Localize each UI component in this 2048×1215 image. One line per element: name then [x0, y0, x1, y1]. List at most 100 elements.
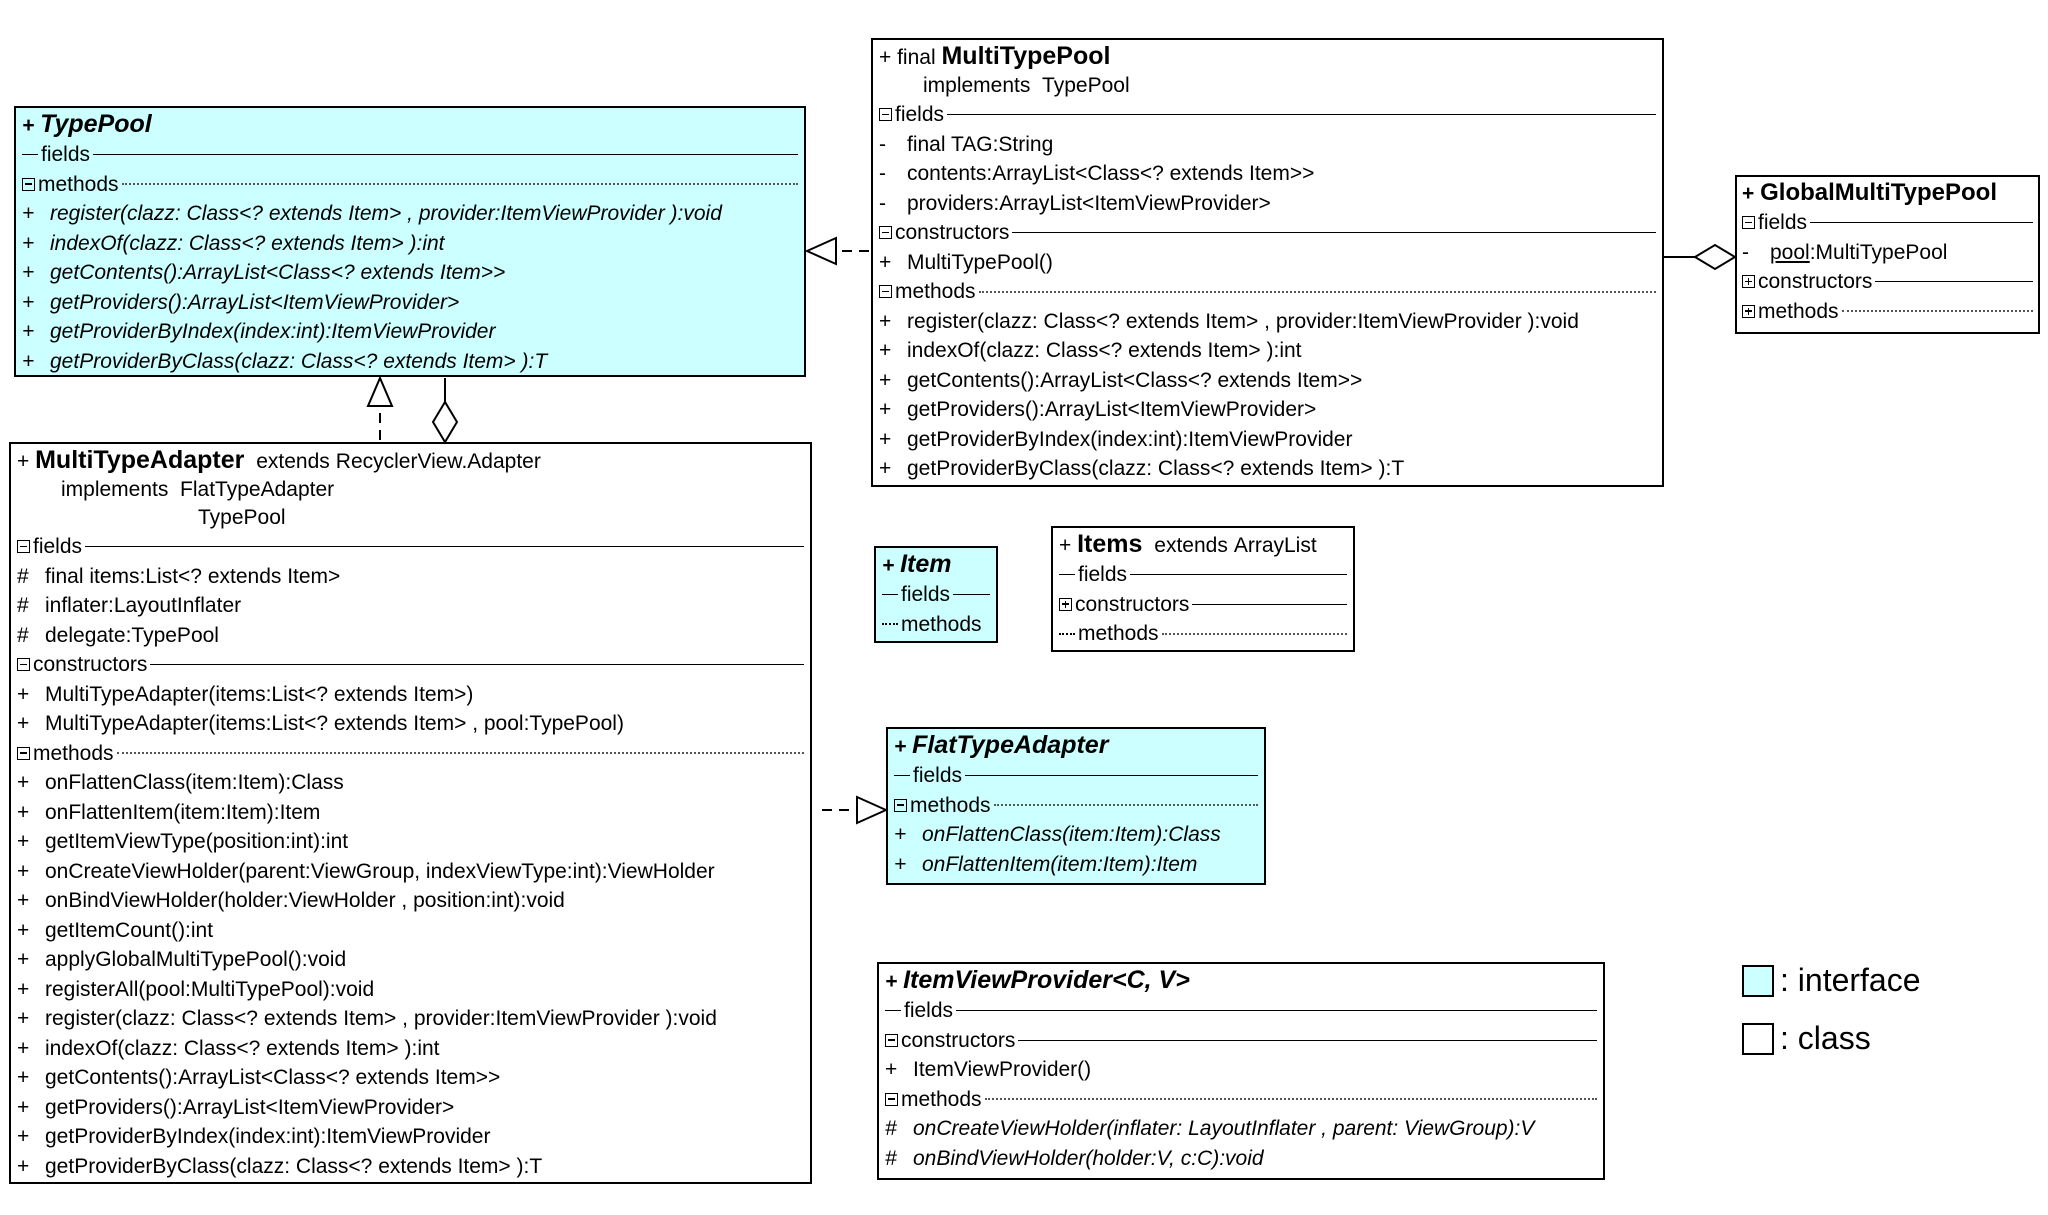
- multitypeadapter-method: +onBindViewHolder(holder:ViewHolder , po…: [17, 889, 565, 912]
- expand-icon[interactable]: [1059, 597, 1072, 611]
- collapse-icon[interactable]: [17, 746, 30, 760]
- items-fields-section: fields: [1059, 560, 1347, 590]
- multitypeadapter-method: +onFlattenItem(item:Item):Item: [17, 800, 321, 824]
- typepool-methods-section[interactable]: methods: [22, 170, 798, 200]
- itemviewprovider-constructor: +ItemViewProvider(): [885, 1058, 1092, 1081]
- flattypeadapter-header: + FlatTypeAdapter: [894, 731, 1109, 759]
- multitypepool-method: +getProviders():ArrayList<ItemViewProvid…: [879, 398, 1317, 421]
- multitypepool-fields-section[interactable]: fields: [879, 100, 1656, 130]
- multitypepool-name: MultiTypePool: [941, 42, 1111, 70]
- expand-icon[interactable]: [1742, 304, 1755, 318]
- multitypeadapter-method: +indexOf(clazz: Class<? extends Item> ):…: [17, 1036, 440, 1060]
- typepool-method: +getProviderByClass(clazz: Class<? exten…: [22, 349, 548, 373]
- typepool-method: +getContents():ArrayList<Class<? extends…: [22, 261, 506, 284]
- typepool-interface[interactable]: + TypePool fields methods +register(claz…: [14, 106, 806, 377]
- typepool-method: +getProviders():ArrayList<ItemViewProvid…: [22, 290, 460, 314]
- dash-icon: [885, 1010, 901, 1012]
- multitypepool-method: +register(clazz: Class<? extends Item> ,…: [879, 309, 1579, 333]
- flattypeadapter-fields-section: fields: [894, 761, 1258, 791]
- multitypeadapter-methods-section[interactable]: methods: [17, 739, 804, 769]
- typepool-method: +indexOf(clazz: Class<? extends Item> ):…: [22, 231, 445, 255]
- legend-class: : class: [1742, 1020, 1871, 1057]
- flattypeadapter-method: +onFlattenItem(item:Item):Item: [894, 852, 1198, 876]
- multitypeadapter-field: #final items:List<? extends Item>: [17, 564, 341, 588]
- itemviewprovider-header: + ItemViewProvider<C, V>: [885, 966, 1190, 994]
- itemviewprovider-methods-section[interactable]: methods: [885, 1085, 1597, 1115]
- collapse-icon[interactable]: [1742, 216, 1755, 230]
- collapse-icon[interactable]: [885, 1033, 898, 1047]
- collapse-icon[interactable]: [17, 658, 30, 672]
- multitypepool-class[interactable]: + final MultiTypePool implements TypePoo…: [871, 38, 1664, 487]
- flattypeadapter-methods-section[interactable]: methods: [894, 791, 1258, 821]
- global-pool-aggregation-diamond: [1693, 243, 1737, 271]
- multitypepool-method: +getContents():ArrayList<Class<? extends…: [879, 368, 1363, 392]
- multitypeadapter-constructor: +MultiTypeAdapter(items:List<? extends I…: [17, 712, 624, 735]
- multitypeadapter-implements-2: TypePool: [198, 506, 286, 529]
- globalmultitypepool-methods-section[interactable]: methods: [1742, 297, 2033, 327]
- dash-icon: [882, 594, 898, 596]
- multitypepool-method: +getProviderByIndex(index:int):ItemViewP…: [879, 427, 1353, 451]
- adapter-flat-realization-arrow: [856, 795, 889, 825]
- multitypeadapter-fields-section[interactable]: fields: [17, 532, 804, 562]
- item-header: + Item: [882, 550, 952, 578]
- collapse-icon[interactable]: [894, 798, 907, 812]
- collapse-icon[interactable]: [879, 226, 892, 240]
- adapter-typepool-realization-arrow: [366, 375, 394, 407]
- itemviewprovider-constructors-section[interactable]: constructors: [885, 1026, 1597, 1056]
- multitypeadapter-constructors-section[interactable]: constructors: [17, 650, 804, 680]
- legend-interface-label: : interface: [1780, 962, 1921, 998]
- multitypepool-methods-section[interactable]: methods: [879, 277, 1656, 307]
- dots-icon: [882, 623, 898, 626]
- multitypepool-field: -final TAG:String: [879, 132, 1054, 156]
- multitypeadapter-method: +registerAll(pool:MultiTypePool):void: [17, 977, 375, 1001]
- collapse-icon[interactable]: [885, 1092, 898, 1106]
- collapse-icon[interactable]: [879, 108, 892, 122]
- multitypepool-constructors-section[interactable]: constructors: [879, 218, 1656, 248]
- flattypeadapter-name: FlatTypeAdapter: [912, 731, 1109, 759]
- dots-icon: [1059, 632, 1075, 635]
- itemviewprovider-method: #onBindViewHolder(holder:V, c:C):void: [885, 1146, 1264, 1170]
- multitypeadapter-field: #inflater:LayoutInflater: [17, 594, 242, 617]
- typepool-method: +getProviderByIndex(index:int):ItemViewP…: [22, 320, 496, 343]
- itemviewprovider-fields-section: fields: [885, 996, 1597, 1026]
- globalmultitypepool-class[interactable]: + GlobalMultiTypePool fields -pool:Multi…: [1735, 175, 2040, 334]
- globalmultitypepool-fields-section[interactable]: fields: [1742, 208, 2033, 238]
- globalmultitypepool-header: + GlobalMultiTypePool: [1742, 179, 1997, 206]
- typepool-header: + TypePool: [22, 110, 152, 138]
- itemviewprovider-name: ItemViewProvider<C, V>: [903, 966, 1190, 994]
- multitypepool-field: -contents:ArrayList<Class<? extends Item…: [879, 162, 1315, 185]
- itemviewprovider-class[interactable]: + ItemViewProvider<C, V> fields construc…: [877, 962, 1605, 1180]
- multitypeadapter-method: +register(clazz: Class<? extends Item> ,…: [17, 1007, 717, 1030]
- collapse-icon[interactable]: [22, 177, 35, 191]
- legend-interface: : interface: [1742, 962, 1921, 999]
- items-constructors-section[interactable]: constructors: [1059, 590, 1347, 620]
- dash-icon: [22, 154, 38, 156]
- multitypepool-field: -providers:ArrayList<ItemViewProvider>: [879, 191, 1271, 215]
- typepool-name: TypePool: [40, 110, 152, 138]
- globalmultitypepool-constructors-section[interactable]: constructors: [1742, 267, 2033, 297]
- expand-icon[interactable]: [1742, 275, 1755, 289]
- multitypeadapter-method: +getProviderByIndex(index:int):ItemViewP…: [17, 1125, 491, 1148]
- item-interface[interactable]: + Item fields methods: [874, 546, 998, 643]
- multitypepool-method: +getProviderByClass(clazz: Class<? exten…: [879, 457, 1405, 480]
- collapse-icon[interactable]: [17, 540, 30, 554]
- multitypeadapter-method: +getProviders():ArrayList<ItemViewProvid…: [17, 1095, 455, 1119]
- items-methods-section: methods: [1059, 619, 1347, 649]
- flattypeadapter-interface[interactable]: + FlatTypeAdapter fields methods +onFlat…: [886, 727, 1266, 885]
- collapse-icon[interactable]: [879, 285, 892, 299]
- itemviewprovider-method: #onCreateViewHolder(inflater: LayoutInfl…: [885, 1117, 1535, 1140]
- flattypeadapter-method: +onFlattenClass(item:Item):Class: [894, 823, 1221, 846]
- multitypeadapter-method: +onFlattenClass(item:Item):Class: [17, 771, 344, 794]
- pool-typepool-realization-arrow: [804, 236, 837, 266]
- multitypepool-header: + final MultiTypePool: [879, 42, 1111, 70]
- items-name: Items: [1077, 530, 1143, 558]
- legend-class-label: : class: [1780, 1020, 1871, 1056]
- multitypeadapter-method: +getItemViewType(position:int):int: [17, 830, 349, 853]
- multitypepool-implements: implements TypePool: [923, 74, 1130, 97]
- item-name: Item: [900, 550, 952, 578]
- multitypeadapter-field: #delegate:TypePool: [17, 623, 219, 647]
